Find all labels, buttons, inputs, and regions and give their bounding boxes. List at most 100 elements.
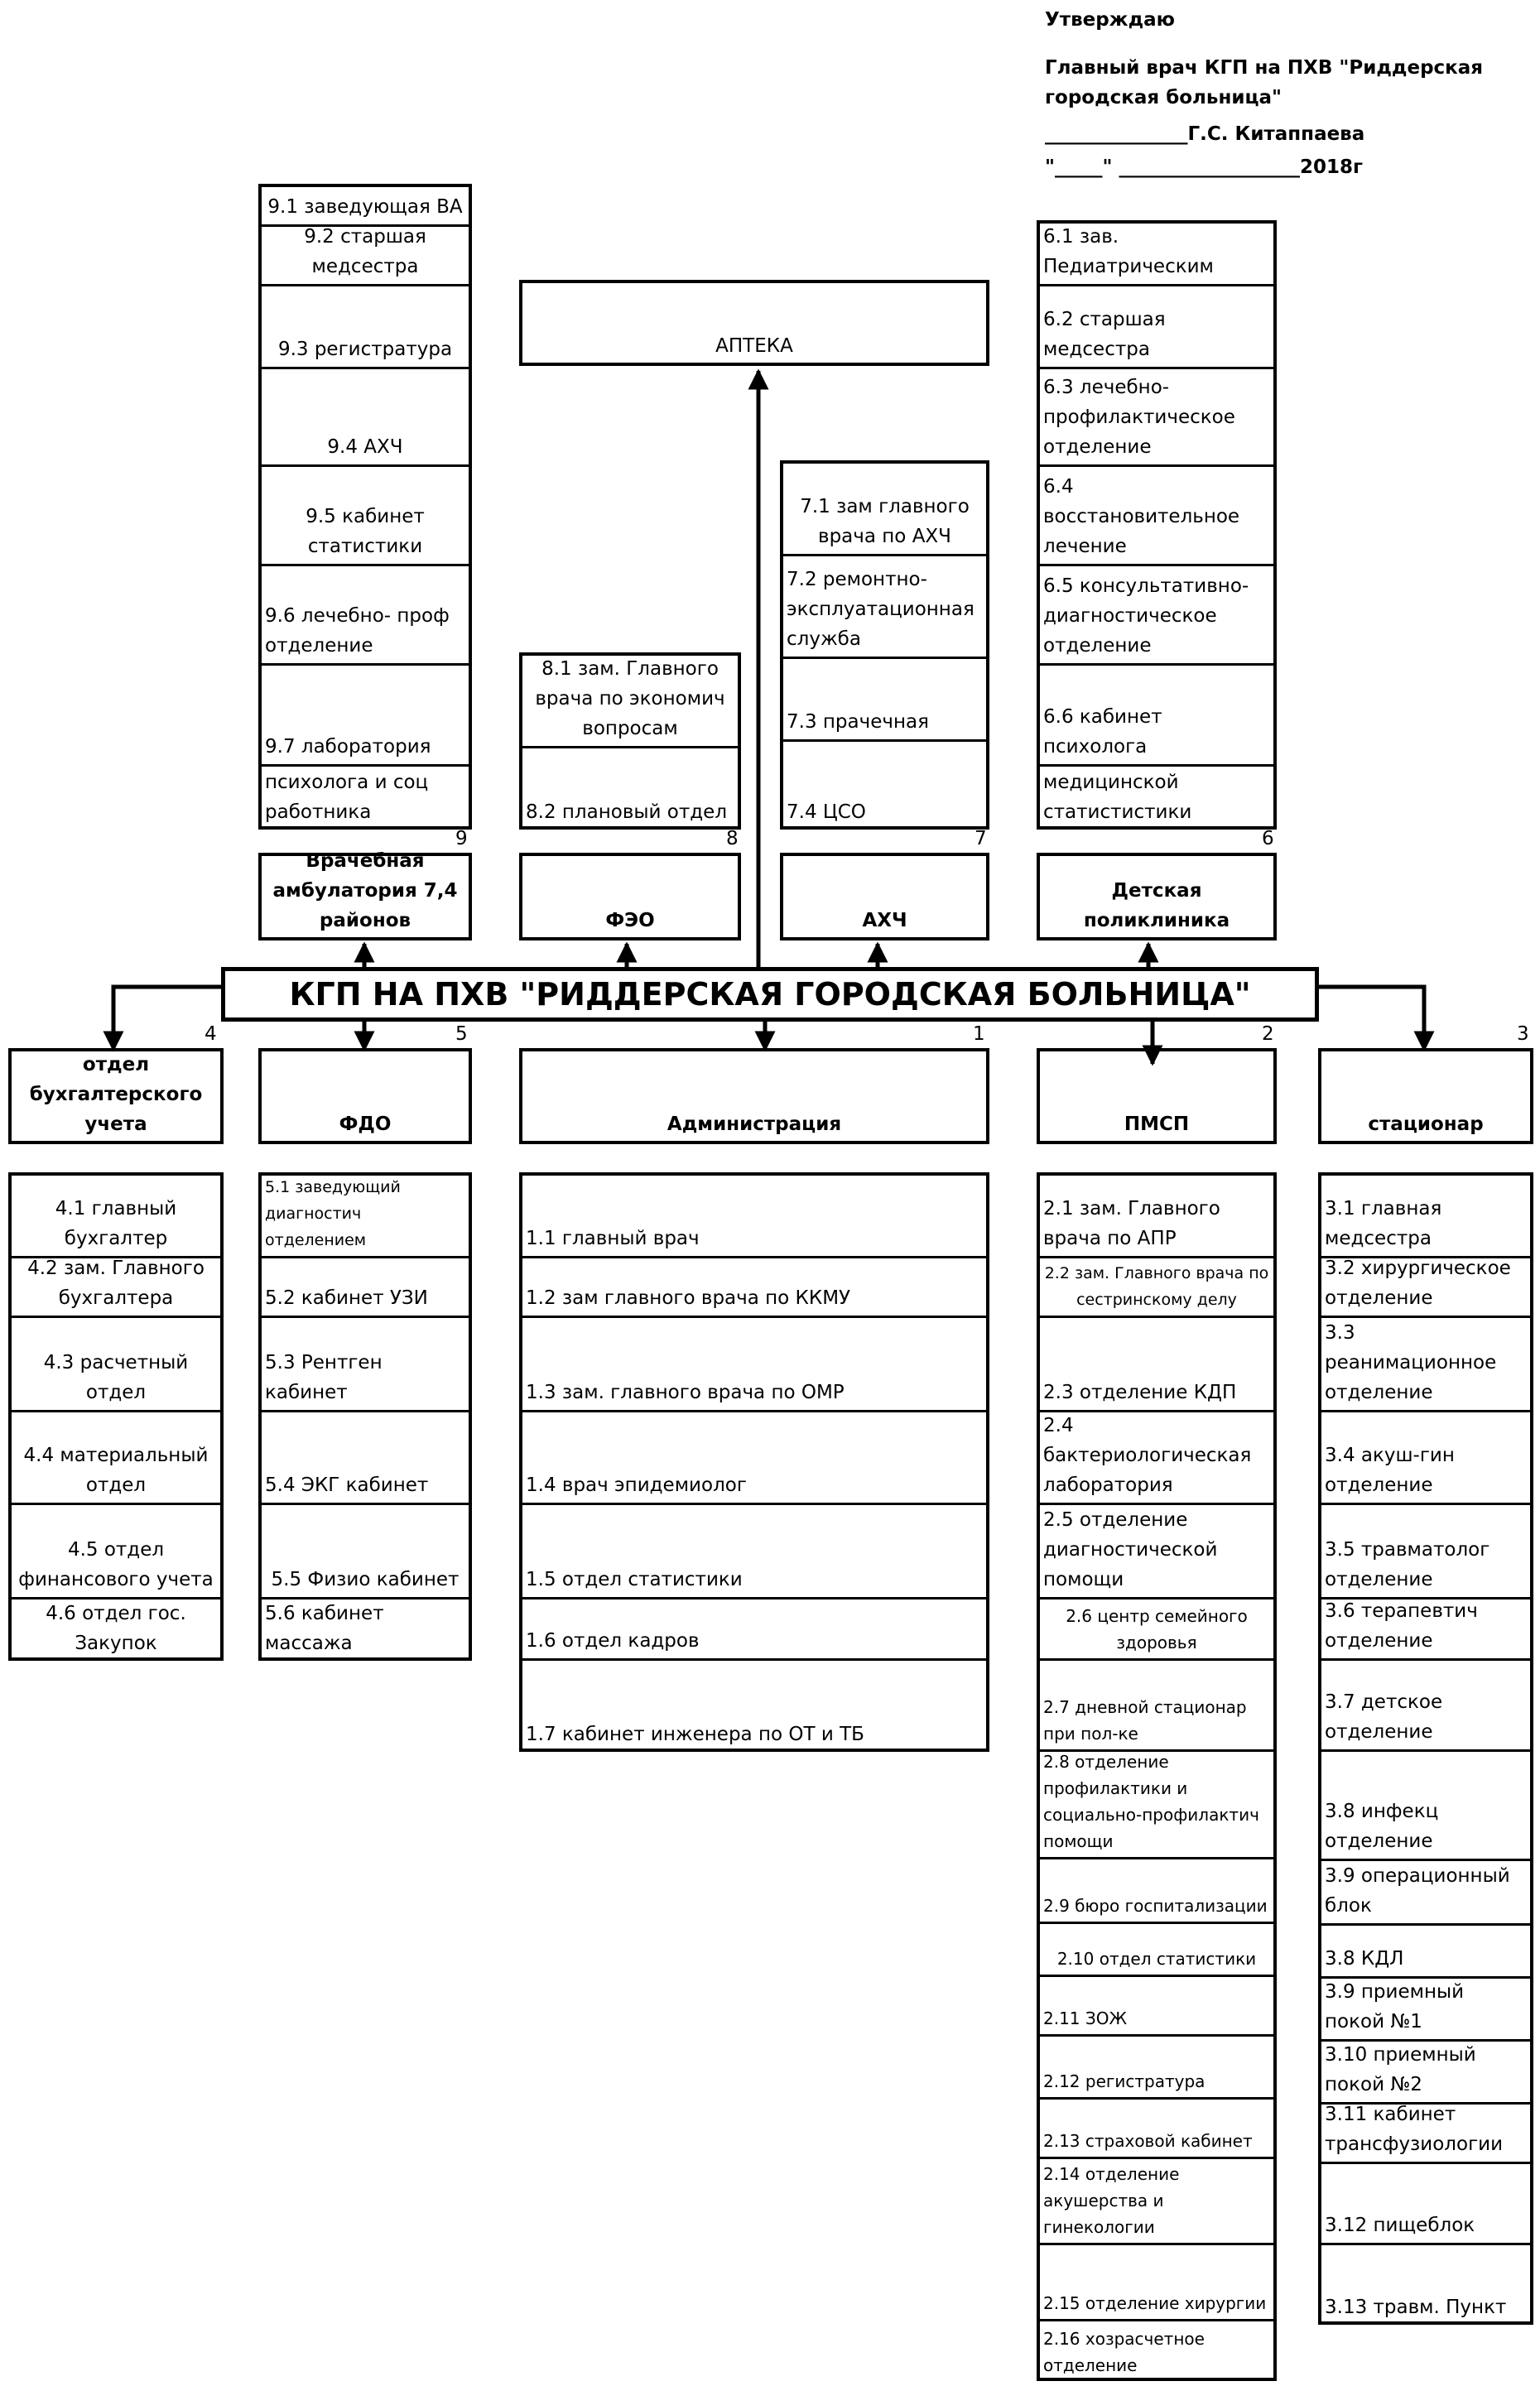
- unit-6-3: 6.3 лечебно-профилактическое отделение: [1040, 369, 1273, 467]
- unit-5-6: 5.6 кабинет массажа: [265, 1603, 384, 1654]
- header-feo: ФЭО: [519, 853, 741, 940]
- unit-9-6: 9.6 лечебно- проф отделение: [262, 566, 469, 666]
- unit-9-2: 9.2 старшая медсестра: [262, 227, 469, 286]
- approval-title: Утверждаю: [1045, 9, 1176, 31]
- column-4-accounting: 4.1 главный бухгалтер 4.2 зам. Главного …: [8, 1172, 224, 1661]
- unit-5-3: 5.3 Рентген кабинет: [262, 1318, 469, 1412]
- unit-2-16: 2.16 хозрасчетное отделение: [1043, 2329, 1205, 2375]
- unit-6-7: 6.7 кабинет медицинской статистистики: [1043, 772, 1192, 823]
- unit-2-13: 2.13 страховой кабинет: [1040, 2100, 1273, 2159]
- unit-3-11: 3.9 приемный покой №1: [1321, 1979, 1530, 2042]
- unit-1-1: 1.1 главный врач: [522, 1176, 986, 1258]
- unit-9-3: 9.3 регистратура: [262, 286, 469, 369]
- header-accounting: отдел бухгалтерского учета: [8, 1048, 224, 1144]
- number-5: 5: [455, 1023, 468, 1045]
- unit-1-5: 1.5 отдел статистики: [522, 1505, 986, 1599]
- approval-date-line: "_____" ___________________2018г: [1045, 156, 1364, 178]
- header-ahch: АХЧ: [780, 853, 989, 940]
- unit-3-12: 3.10 приемный покой №2: [1321, 2042, 1530, 2105]
- arrow-to-accounting: [103, 984, 221, 1052]
- unit-4-4: 4.4 материальный отдел: [12, 1412, 220, 1505]
- column-3-hospital: 3.1 главная медсестра 3.2 хирургическое …: [1318, 1172, 1533, 2325]
- unit-3-8: 3.8 инфекц отделение: [1321, 1752, 1530, 1861]
- approval-signature-line: _______________Г.С. Китаппаева: [1045, 123, 1365, 145]
- unit-7-1: 7.1 зам главного врача по АХЧ: [783, 464, 986, 556]
- unit-2-12: 2.12 регистратура: [1040, 2037, 1273, 2100]
- unit-4-6: 4.6 отдел гос. Закупок: [46, 1603, 186, 1654]
- column-8-feo: 8.1 зам. Главного врача по экономич вопр…: [519, 652, 741, 830]
- unit-3-15: 3.13 травм. Пункт: [1325, 2297, 1507, 2318]
- unit-3-2: 3.2 хирургическое отделение: [1321, 1258, 1530, 1318]
- unit-3-6: 3.6 терапевтич отделение: [1321, 1599, 1530, 1661]
- column-2-pmsp: 2.1 зам. Главного врача по АПР 2.2 зам. …: [1037, 1172, 1277, 2381]
- unit-3-5: 3.5 травматолог отделение: [1321, 1505, 1530, 1599]
- unit-7-3: 7.3 прачечная: [783, 659, 986, 742]
- unit-2-10: 2.10 отдел статистики: [1040, 1924, 1273, 1977]
- unit-3-10: 3.8 КДЛ: [1321, 1926, 1530, 1979]
- pharmacy-box: АПТЕКА: [519, 280, 989, 366]
- unit-7-2: 7.2 ремонтно-эксплуатационная служба: [783, 556, 986, 659]
- header-ambulatory: Врачебная амбулатория 7,4 районов: [258, 850, 472, 940]
- number-3: 3: [1517, 1023, 1529, 1045]
- header-hospital: стационар: [1318, 1048, 1533, 1144]
- pharmacy-label: АПТЕКА: [715, 335, 793, 357]
- number-1: 1: [973, 1023, 985, 1045]
- unit-9-5: 9.5 кабинет статистики: [262, 467, 469, 566]
- number-2: 2: [1262, 1023, 1274, 1045]
- column-1-administration: 1.1 главный врач 1.2 зам главного врача …: [519, 1172, 989, 1752]
- unit-3-3: 3.3 реанимационное отделение: [1321, 1318, 1530, 1412]
- number-8: 8: [726, 828, 739, 849]
- unit-5-1: 5.1 заведующий диагностич отделением: [262, 1176, 469, 1258]
- unit-2-15: 2.15 отделение хирургии: [1040, 2245, 1273, 2321]
- unit-9-4: 9.4 АХЧ: [262, 369, 469, 467]
- unit-4-3: 4.3 расчетный отдел: [12, 1318, 220, 1412]
- unit-4-2: 4.2 зам. Главного бухгалтера: [12, 1258, 220, 1318]
- unit-2-14: 2.14 отделение акушерства и гинекологии: [1040, 2159, 1273, 2245]
- unit-7-4: 7.4 ЦСО: [787, 801, 866, 823]
- unit-3-7: 3.7 детское отделение: [1321, 1661, 1530, 1752]
- column-5-fdo: 5.1 заведующий диагностич отделением 5.2…: [258, 1172, 472, 1661]
- unit-2-5: 2.5 отделение диагностической помощи: [1040, 1505, 1273, 1599]
- unit-3-4: 3.4 акуш-гин отделение: [1321, 1412, 1530, 1505]
- unit-6-5: 6.5 консультативно-диагностическое отдел…: [1040, 566, 1273, 666]
- approval-line-2: городская больница": [1045, 87, 1283, 108]
- unit-5-5: 5.5 Физио кабинет: [262, 1505, 469, 1599]
- unit-9-8: 9.8 кабинеты психолога и соц работника: [265, 772, 429, 823]
- unit-3-1: 3.1 главная медсестра: [1321, 1176, 1530, 1258]
- column-9-ambulatory: 9.1 заведующая ВА 9.2 старшая медсестра …: [258, 184, 472, 830]
- number-4: 4: [205, 1023, 217, 1045]
- unit-2-7: 2.7 дневной стационар при пол-ке: [1040, 1661, 1273, 1752]
- arrow-to-hospital: [1319, 984, 1435, 1052]
- unit-1-6: 1.6 отдел кадров: [522, 1599, 986, 1661]
- unit-2-8: 2.8 отделение профилактики и социально-п…: [1040, 1752, 1273, 1859]
- header-childrens-clinic: Детская поликлиника: [1037, 853, 1277, 940]
- unit-6-2: 6.2 старшая медсестра: [1040, 286, 1273, 369]
- header-fdo: ФДО: [258, 1048, 472, 1144]
- header-administration: Администрация: [519, 1048, 989, 1144]
- number-6: 6: [1262, 828, 1274, 849]
- unit-1-2: 1.2 зам главного врача по ККМУ: [522, 1258, 986, 1318]
- unit-3-9: 3.9 операционный блок: [1321, 1861, 1530, 1926]
- unit-2-6: 2.6 центр семейного здоровья: [1040, 1599, 1273, 1661]
- central-organization-box: КГП НА ПХВ "РИДДЕРСКАЯ ГОРОДСКАЯ БОЛЬНИЦ…: [221, 967, 1319, 1022]
- unit-6-4: 6.4 восстановительное лечение: [1040, 467, 1273, 566]
- unit-5-4: 5.4 ЭКГ кабинет: [262, 1412, 469, 1505]
- unit-8-2: 8.2 плановый отдел: [526, 801, 728, 823]
- unit-5-2: 5.2 кабинет УЗИ: [262, 1258, 469, 1318]
- unit-8-1: 8.1 зам. Главного врача по экономич вопр…: [522, 656, 738, 748]
- unit-2-11: 2.11 ЗОЖ: [1040, 1977, 1273, 2037]
- unit-2-4: 2.4 бактериологическая лаборатория: [1040, 1412, 1273, 1505]
- column-6-childrens-clinic: 6.1 зав. Педиатрическим 6.2 старшая медс…: [1037, 220, 1277, 830]
- unit-2-9: 2.9 бюро госпитализации: [1040, 1859, 1273, 1924]
- unit-9-7: 9.7 лаборатория: [262, 666, 469, 767]
- unit-2-3: 2.3 отделение КДП: [1040, 1318, 1273, 1412]
- unit-6-6: 6.6 кабинет психолога: [1040, 666, 1273, 767]
- unit-3-13: 3.11 кабинет трансфузиологии: [1321, 2105, 1530, 2164]
- header-pmsp: ПМСП: [1037, 1048, 1277, 1144]
- number-9: 9: [455, 828, 468, 849]
- unit-1-7: 1.7 кабинет инженера по ОТ и ТБ: [526, 1724, 864, 1745]
- unit-3-14: 3.12 пищеблок: [1321, 2164, 1530, 2245]
- unit-1-4: 1.4 врач эпидемиолог: [522, 1412, 986, 1505]
- unit-2-2: 2.2 зам. Главного врача по сестринскому …: [1040, 1258, 1273, 1318]
